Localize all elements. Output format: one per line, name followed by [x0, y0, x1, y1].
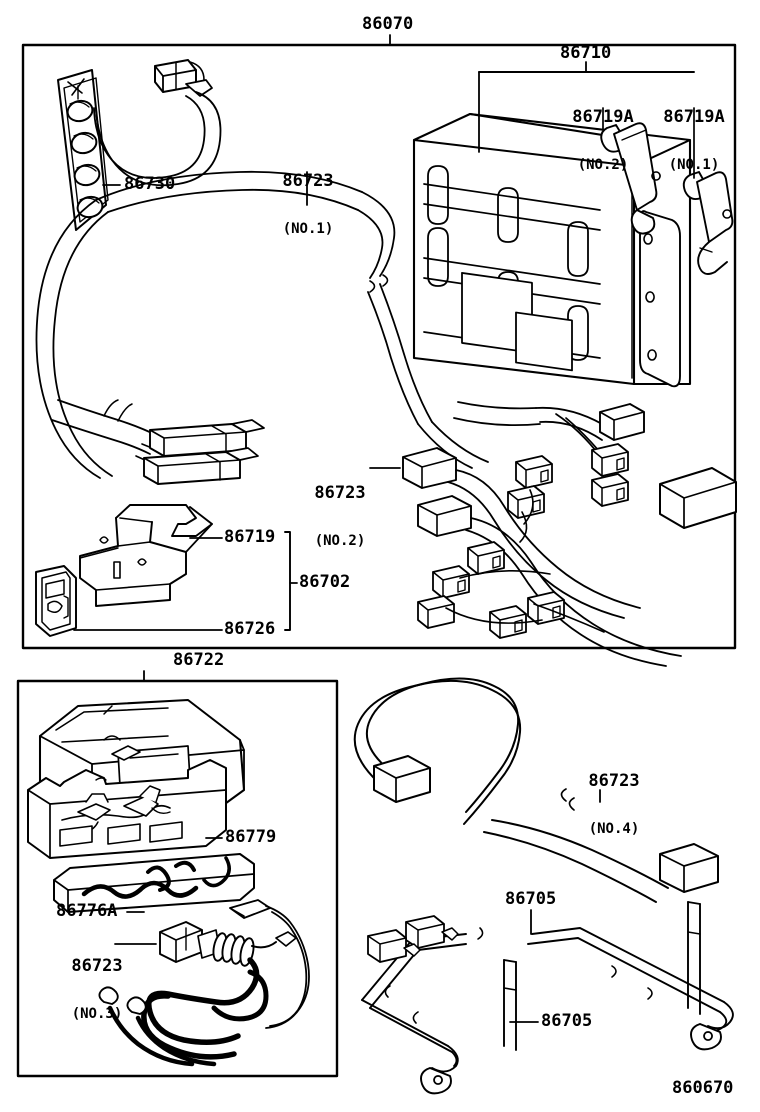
label-86726: 86726	[224, 619, 276, 639]
part-86723-no4-drawing	[353, 677, 719, 903]
label-86719a-no1: 86719A (NO.1)	[654, 76, 734, 204]
part-86723-no3-drawing	[98, 899, 310, 1067]
label-86719a-no1-variant: (NO.1)	[668, 156, 720, 173]
label-86723-no4: 86723 (NO.4)	[574, 740, 654, 868]
label-86723-no2-number: 86723	[314, 482, 366, 503]
label-86723-no1-variant: (NO.1)	[282, 220, 334, 237]
label-86719a-no1-number: 86719A	[663, 106, 725, 127]
label-86730: 86730	[124, 174, 176, 194]
connector-top-left	[93, 59, 222, 187]
bracket-86710	[478, 61, 695, 73]
diagram-reference-number: 860670	[672, 1078, 734, 1098]
label-86779: 86779	[225, 827, 277, 847]
part-86776a-drawing	[53, 853, 255, 913]
part-86719a-no2-drawing	[600, 107, 661, 235]
part-86723-no1-drawing	[35, 170, 489, 479]
bracket-86702	[284, 531, 298, 631]
label-86719a-no2-number: 86719A	[572, 106, 634, 127]
label-86776a: 86776A	[56, 901, 118, 921]
label-86719a-no2: 86719A (NO.2)	[563, 76, 643, 204]
label-86719: 86719	[224, 527, 276, 547]
label-86723-no4-number: 86723	[588, 770, 640, 791]
label-86722: 86722	[173, 650, 225, 670]
part-86719-drawing	[79, 504, 223, 607]
part-86710-drawing	[412, 71, 692, 388]
label-86710: 86710	[560, 43, 612, 63]
label-86070: 86070	[362, 14, 414, 34]
label-86702: 86702	[299, 572, 351, 592]
label-86723-no3-number: 86723	[71, 955, 123, 976]
part-86705-drawing	[361, 901, 734, 1095]
label-86719a-no2-variant: (NO.2)	[577, 156, 629, 173]
label-86723-no2-variant: (NO.2)	[314, 532, 366, 549]
label-86723-no1: 86723 (NO.1)	[268, 140, 348, 268]
label-86723-no3: 86723 (NO.3)	[57, 925, 137, 1053]
part-86723-no2-drawing	[369, 447, 737, 667]
part-86719a-no1-drawing	[682, 107, 734, 275]
connector-block-left	[51, 399, 265, 485]
label-86723-no1-number: 86723	[282, 170, 334, 191]
label-86705-top: 86705	[505, 889, 557, 909]
label-86723-no4-variant: (NO.4)	[588, 820, 640, 837]
label-86723-no3-variant: (NO.3)	[71, 1005, 123, 1022]
part-86779-drawing	[27, 759, 227, 859]
harness-branch-upper-right	[453, 401, 645, 507]
label-86723-no2: 86723 (NO.2)	[300, 452, 380, 580]
part-86726-drawing	[35, 565, 223, 637]
label-86705-bottom: 86705	[541, 1011, 593, 1031]
